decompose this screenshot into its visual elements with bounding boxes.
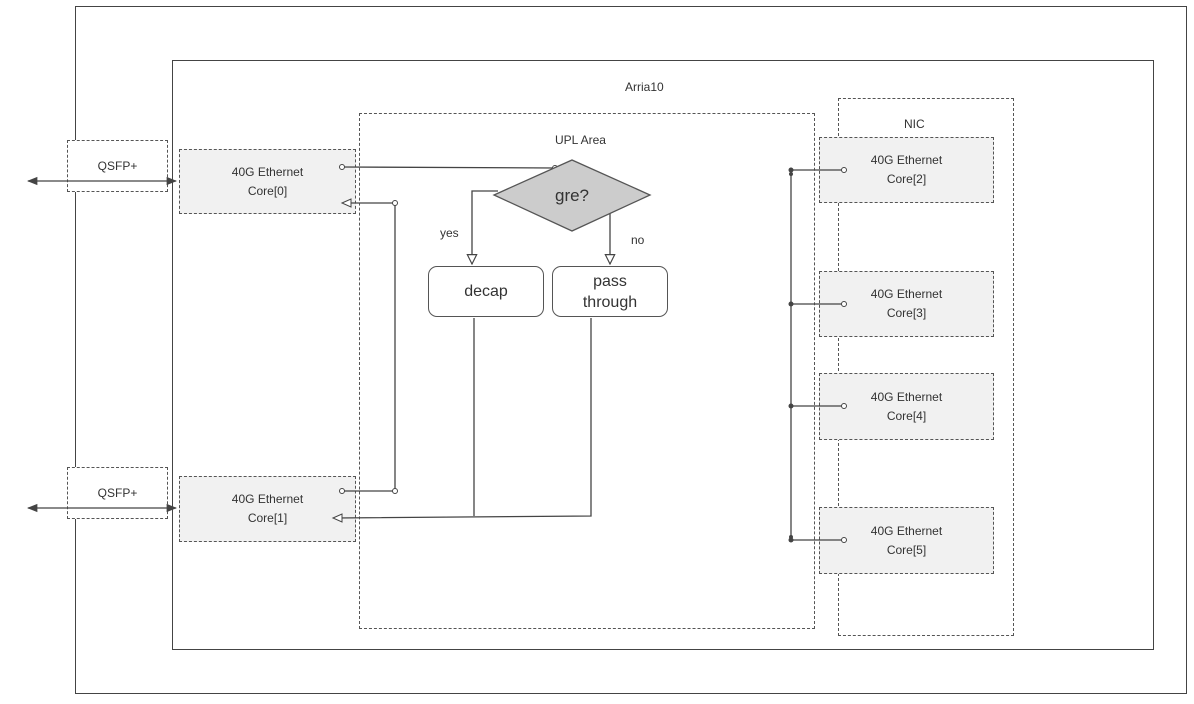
bus-junction bbox=[788, 403, 794, 409]
core-index: Core[3] bbox=[886, 306, 927, 320]
arria10-label: Arria10 bbox=[625, 80, 664, 94]
bus-junction bbox=[788, 537, 794, 543]
qsfp-label: QSFP+ bbox=[97, 486, 138, 500]
port-dot bbox=[841, 167, 847, 173]
core-title: 40G Ethernet bbox=[870, 389, 943, 404]
core-title: 40G Ethernet bbox=[870, 287, 943, 301]
yes-branch bbox=[472, 190, 498, 264]
nic-area bbox=[838, 98, 1014, 636]
port-dot bbox=[339, 488, 345, 494]
no-label: no bbox=[631, 233, 645, 247]
port-dot bbox=[339, 164, 345, 170]
outer-frame bbox=[75, 6, 1187, 694]
port-dot bbox=[392, 200, 398, 206]
core-index: Core[4] bbox=[886, 408, 927, 423]
core-index: Core[2] bbox=[886, 172, 927, 186]
upl-area-label: UPL Area bbox=[555, 133, 606, 147]
upl-area bbox=[359, 113, 815, 629]
qsfp-label: QSFP+ bbox=[97, 159, 138, 173]
core-title: 40G Ethernet bbox=[231, 492, 304, 506]
decap-label: decap bbox=[464, 283, 508, 300]
port-dot bbox=[392, 488, 398, 494]
core-title: 40G Ethernet bbox=[231, 164, 304, 179]
arria10-frame bbox=[172, 60, 1154, 650]
core-index: Core[0] bbox=[247, 183, 288, 198]
pass-label: pass bbox=[593, 272, 627, 290]
port-dot bbox=[841, 403, 847, 409]
port-dot bbox=[841, 537, 847, 543]
core-title: 40G Ethernet bbox=[870, 523, 943, 538]
bus-junction bbox=[788, 301, 794, 307]
nic-label: NIC bbox=[904, 117, 925, 131]
core-index: Core[5] bbox=[886, 542, 927, 557]
core-index: Core[1] bbox=[247, 511, 288, 525]
core0-to-decision bbox=[341, 166, 556, 169]
core-loop bbox=[344, 202, 396, 492]
decap-block: decap bbox=[428, 266, 544, 317]
core-title: 40G Ethernet bbox=[870, 153, 943, 167]
decision-label: gre? bbox=[555, 186, 589, 205]
pass-out bbox=[334, 318, 592, 519]
bus-junction bbox=[788, 167, 794, 173]
pass-through-block: pass through bbox=[552, 266, 668, 317]
bus-junction bbox=[789, 172, 793, 176]
through-label: through bbox=[582, 293, 638, 311]
core0-return-arrow bbox=[340, 198, 352, 208]
port-dot bbox=[841, 301, 847, 307]
decision-diamond bbox=[492, 159, 652, 232]
core1-return-arrow bbox=[331, 513, 343, 523]
yes-label: yes bbox=[440, 226, 459, 240]
